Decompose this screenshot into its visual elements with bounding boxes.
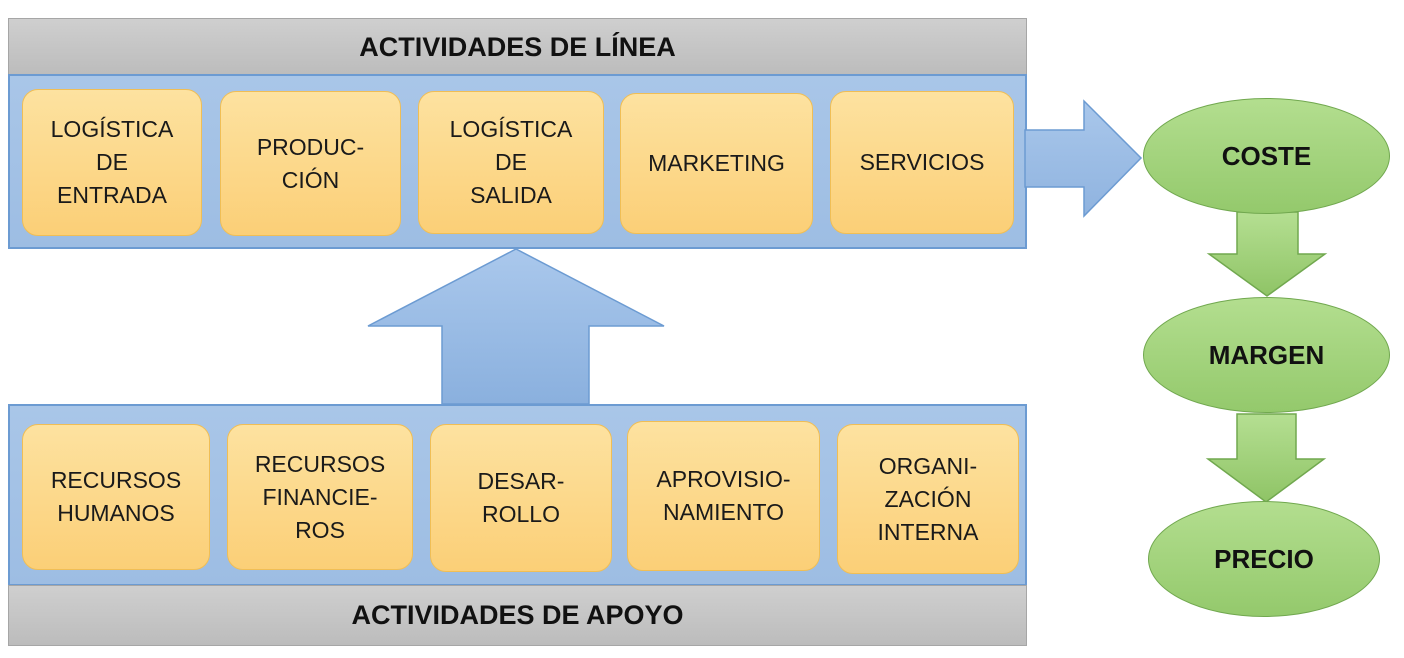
support-activity-financial-resources: RECURSOS FINANCIE- ROS <box>227 424 413 570</box>
line-activity-production: PRODUC- CIÓN <box>220 91 401 236</box>
line-activity-outbound-logistics: LOGÍSTICA DE SALIDA <box>418 91 604 234</box>
support-activity-development: DESAR- ROLLO <box>430 424 612 572</box>
support-activities-header: ACTIVIDADES DE APOYO <box>8 585 1027 646</box>
up-arrow <box>367 248 665 405</box>
support-activity-procurement: APROVISIO- NAMIENTO <box>627 421 820 571</box>
line-activities-header: ACTIVIDADES DE LÍNEA <box>8 18 1027 76</box>
chain-price: PRECIO <box>1148 501 1380 617</box>
chain-cost: COSTE <box>1143 98 1390 214</box>
support-activity-internal-organization: ORGANI- ZACIÓN INTERNA <box>837 424 1019 574</box>
right-arrow <box>1024 99 1143 218</box>
line-activity-services: SERVICIOS <box>830 91 1014 234</box>
down-arrow-1 <box>1206 211 1328 297</box>
chain-margin: MARGEN <box>1143 297 1390 413</box>
down-arrow-2 <box>1205 413 1327 503</box>
line-activity-marketing: MARKETING <box>620 93 813 234</box>
line-activity-inbound-logistics: LOGÍSTICA DE ENTRADA <box>22 89 202 236</box>
support-activity-human-resources: RECURSOS HUMANOS <box>22 424 210 570</box>
